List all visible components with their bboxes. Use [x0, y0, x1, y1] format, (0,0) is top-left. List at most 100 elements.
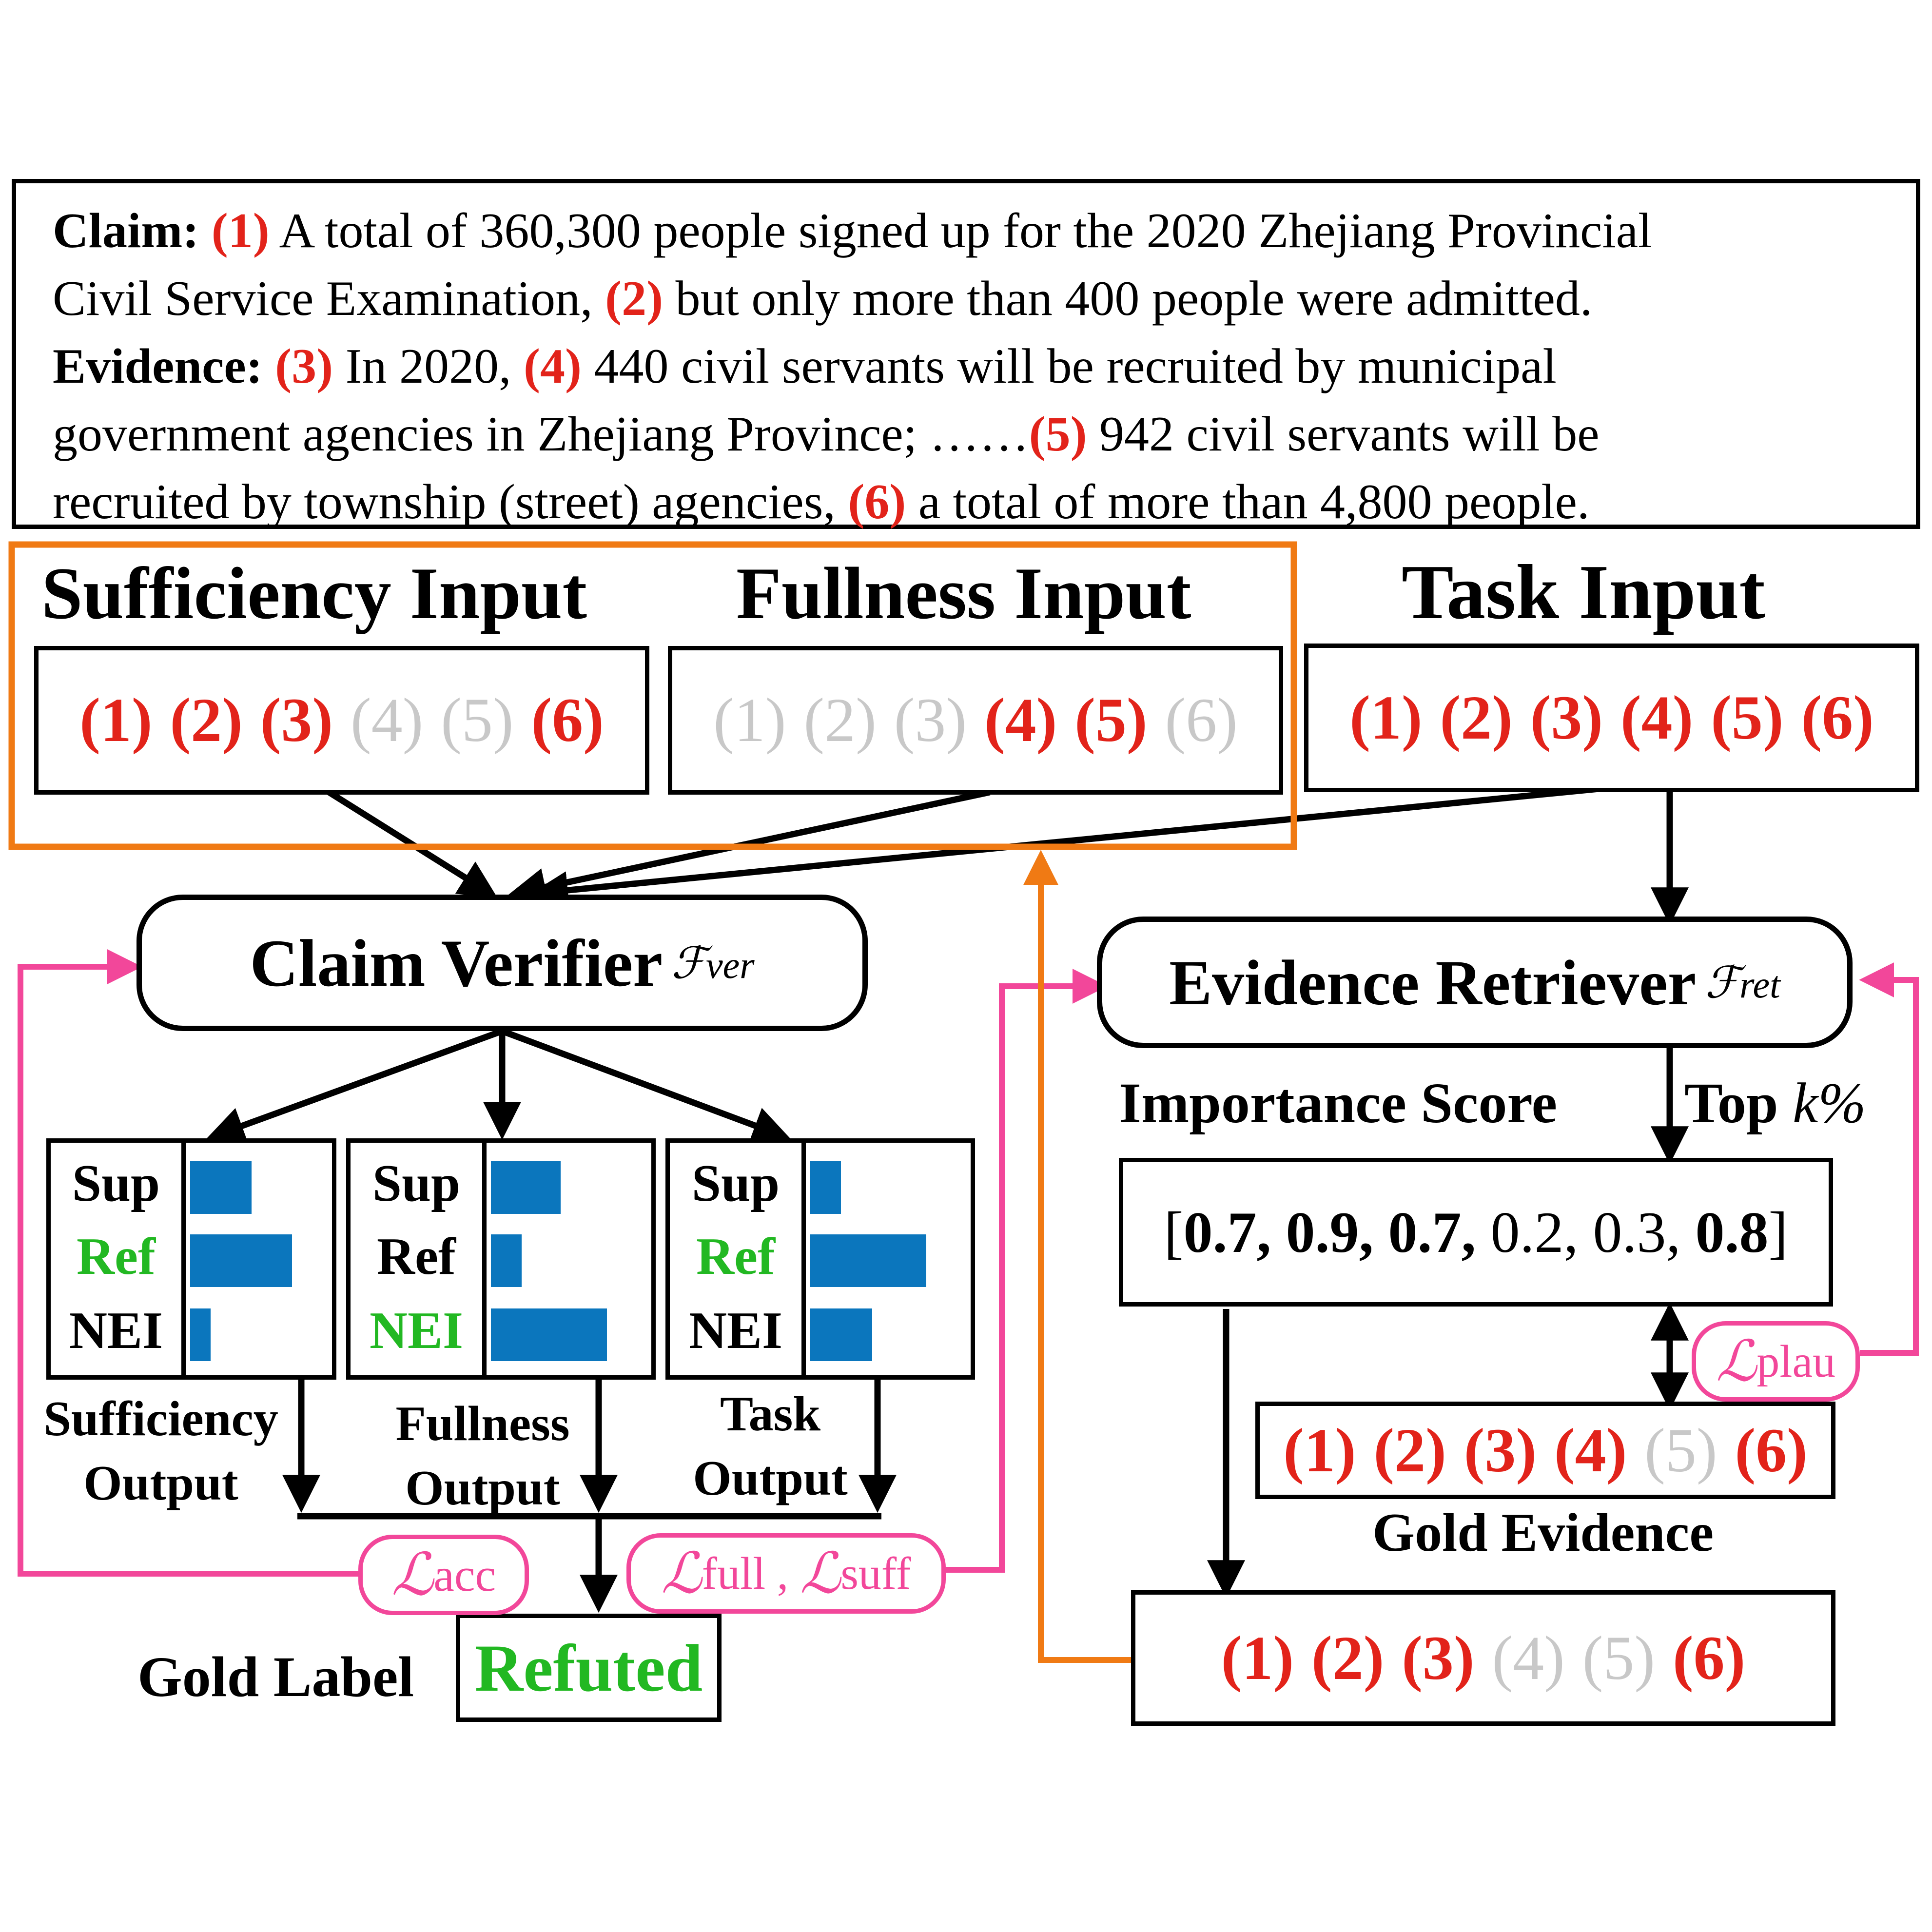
evidence-sentence-2: (2) [1440, 683, 1513, 752]
evidence-sentence-3: (3) [894, 685, 967, 755]
full-suff-loss-feedback-path [946, 969, 1108, 1573]
claim-verifier-symbol: ℱver [671, 939, 755, 988]
gold-label-value: Refuted [474, 1630, 703, 1705]
label-sup: Sup [691, 1154, 780, 1212]
claim-verifier-label: Claim Verifier [250, 925, 663, 1000]
auxiliary-inputs-frame [8, 541, 1297, 850]
importance-score-list: [0.7, 0.9, 0.7, 0.2, 0.3, 0.8] [1164, 1199, 1788, 1266]
fullness-input-box: (1)(2)(3)(4)(5)(6) [668, 646, 1283, 795]
evidence-sentence-6: (6) [1673, 1623, 1746, 1693]
arrow-verifier-to-task-output [501, 1028, 791, 1144]
evidence-sentence-1: (1) [79, 685, 153, 755]
evidence-sentence-5: (5) [1644, 1415, 1717, 1485]
score-separator: , [1359, 1199, 1388, 1265]
fullness-input-title: Fullness Input [736, 552, 1191, 634]
importance-score-4: 0.2 [1490, 1199, 1564, 1265]
evidence-sentence-5: (5) [1711, 683, 1784, 752]
importance-score-1: 0.7 [1183, 1199, 1257, 1265]
importance-score-6: 0.8 [1695, 1199, 1769, 1265]
sufficiency-input-title: Sufficiency Input [41, 552, 587, 634]
evidence-sentence-4: (4) [1492, 1623, 1565, 1693]
claim-evidence-box: Claim: (1) A total of 360,300 people sig… [12, 179, 1920, 529]
evidence-sentence-3: (3) [1402, 1623, 1475, 1693]
score-separator: , [1256, 1199, 1286, 1265]
arrow-verifier-to-sufficiency-output [206, 1028, 504, 1144]
evidence-sentence-1: (1) [1349, 683, 1423, 752]
evidence-sentence-2: (2) [803, 685, 877, 755]
task-input-title: Task Input [1402, 548, 1765, 635]
gold-evidence-box: (1)(2)(3)(4)(5)(6) [1255, 1402, 1835, 1499]
gold-evidence-label: Gold Evidence [1372, 1503, 1714, 1563]
panel-divider [181, 1143, 186, 1375]
evidence-line-2: government agencies in Zhejiang Province… [53, 407, 1600, 462]
evidence-retriever-label: Evidence Retriever [1169, 946, 1697, 1018]
evidence-sentence-3: (3) [1464, 1415, 1537, 1485]
label-ref: Ref [377, 1228, 456, 1286]
panel-divider [801, 1143, 806, 1375]
evidence-line-1: Evidence: (3) In 2020, (4) 440 civil ser… [53, 339, 1557, 394]
evidence-retriever-symbol: ℱret [1705, 958, 1780, 1007]
evidence-sentence-3: (3) [1530, 683, 1603, 752]
evidence-sentence-2: (2) [1373, 1415, 1446, 1485]
evidence-sentence-6: (6) [1801, 683, 1874, 752]
arrow-fullness-to-verifier [508, 789, 991, 906]
fullness-output-caption: Fullness Output [395, 1396, 570, 1516]
label-sup: Sup [72, 1154, 160, 1212]
importance-score-5: 0.3 [1593, 1199, 1666, 1265]
rationale-output-box: (1)(2)(3)(4)(5) (6) [1131, 1590, 1835, 1726]
importance-score-3: 0.7 [1388, 1199, 1462, 1265]
evidence-sentence-4: (4) [984, 685, 1057, 755]
claim-line-2: Civil Service Examination, (2) but only … [53, 271, 1593, 326]
importance-score-box: [0.7, 0.9, 0.7, 0.2, 0.3, 0.8] [1119, 1158, 1833, 1307]
bar-nei [810, 1308, 872, 1361]
gold-label-caption: Gold Label [137, 1645, 414, 1709]
bar-ref [190, 1234, 292, 1287]
sufficiency-input-box: (1)(2)(3)(4)(5)(6) [34, 646, 649, 795]
arrow-sufficiency-to-verifier [325, 788, 498, 898]
evidence-sentence-4: (4) [351, 685, 424, 755]
task-input-box: (1)(2)(3)(4)(5)(6) [1304, 644, 1919, 792]
score-separator: , [1461, 1199, 1491, 1265]
open-bracket: [ [1164, 1199, 1184, 1265]
score-separator: , [1666, 1199, 1696, 1265]
sufficiency-output-caption: Sufficiency Output [43, 1391, 278, 1511]
bar-ref [491, 1234, 522, 1287]
importance-score-2: 0.9 [1286, 1199, 1359, 1265]
evidence-sentence-4: (4) [1554, 1415, 1627, 1485]
score-separator: , [1563, 1199, 1593, 1265]
evidence-sentence-5: (5) [1582, 1623, 1655, 1693]
importance-score-title: Importance Score [1119, 1071, 1558, 1135]
evidence-sentence-6: (6) [531, 685, 604, 755]
bar-sup [190, 1161, 252, 1214]
bar-ref [810, 1234, 926, 1287]
rationale-feedback-path [1023, 850, 1131, 1663]
evidence-line-3: recruited by township (street) agencies,… [53, 474, 1590, 529]
task-output-caption: Task Output [693, 1386, 848, 1506]
panel-divider [482, 1143, 487, 1375]
evidence-sentence-2: (2) [1311, 1623, 1385, 1693]
gold-label-box: Refuted [456, 1614, 722, 1722]
evidence-sentence-6: (6) [1165, 685, 1238, 755]
label-nei: NEI [369, 1302, 464, 1360]
evidence-sentence-6: (6) [1735, 1415, 1808, 1485]
evidence-sentence-1: (1) [713, 685, 786, 755]
label-ref: Ref [696, 1228, 775, 1286]
bar-nei [190, 1308, 211, 1361]
label-sup: Sup [372, 1154, 461, 1212]
evidence-sentence-4: (4) [1620, 683, 1694, 752]
label-ref: Ref [77, 1228, 156, 1286]
evidence-sentence-1: (1) [1221, 1623, 1294, 1693]
plau-loss-feedback-path [1859, 962, 1919, 1356]
bar-nei [491, 1308, 607, 1361]
evidence-sentence-3: (3) [260, 685, 333, 755]
claim-verifier-module: Claim Verifier ℱver [137, 895, 868, 1031]
label-nei: NEI [688, 1302, 783, 1360]
label-nei: NEI [69, 1302, 163, 1360]
evidence-sentence-5: (5) [1074, 685, 1148, 755]
